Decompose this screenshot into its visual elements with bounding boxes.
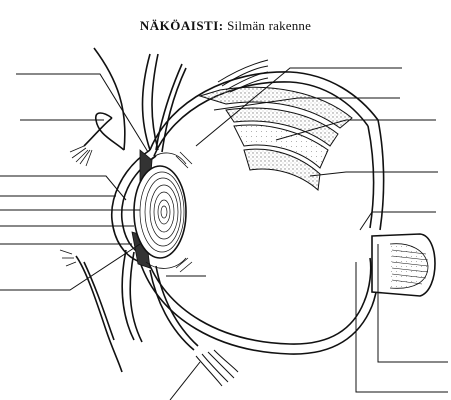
label-blank-right-6	[377, 244, 448, 363]
eyeball-wall	[139, 71, 379, 355]
ciliary-body	[145, 151, 193, 273]
label-blank-bottom	[169, 361, 201, 400]
label-leader-lines	[0, 67, 448, 400]
lens	[133, 165, 187, 259]
label-blank-right-1	[195, 67, 402, 147]
label-blank-right-7	[355, 262, 448, 393]
upper-eyelashes	[69, 145, 93, 167]
label-blank-right-4	[309, 171, 438, 177]
upper-eyelid	[83, 47, 187, 153]
label-blank-right-5	[359, 211, 436, 231]
superior-muscle	[217, 59, 269, 93]
lower-eyelid	[75, 249, 199, 373]
retina-cutaway	[198, 86, 353, 192]
label-blank-left-3	[0, 175, 127, 201]
optic-nerve	[371, 233, 436, 297]
title-prefix: NÄKÖAISTI:	[139, 18, 224, 33]
label-blank-right-3	[275, 119, 436, 141]
label-blank-right-2	[213, 97, 400, 111]
label-blank-left-8	[0, 243, 141, 291]
diagram-title: NÄKÖAISTI: Silmän rakenne	[0, 18, 451, 34]
lower-eyelashes	[59, 249, 77, 267]
inferior-muscle	[195, 349, 239, 387]
label-blank-left-1	[16, 73, 149, 153]
title-rest: Silmän rakenne	[227, 18, 312, 33]
